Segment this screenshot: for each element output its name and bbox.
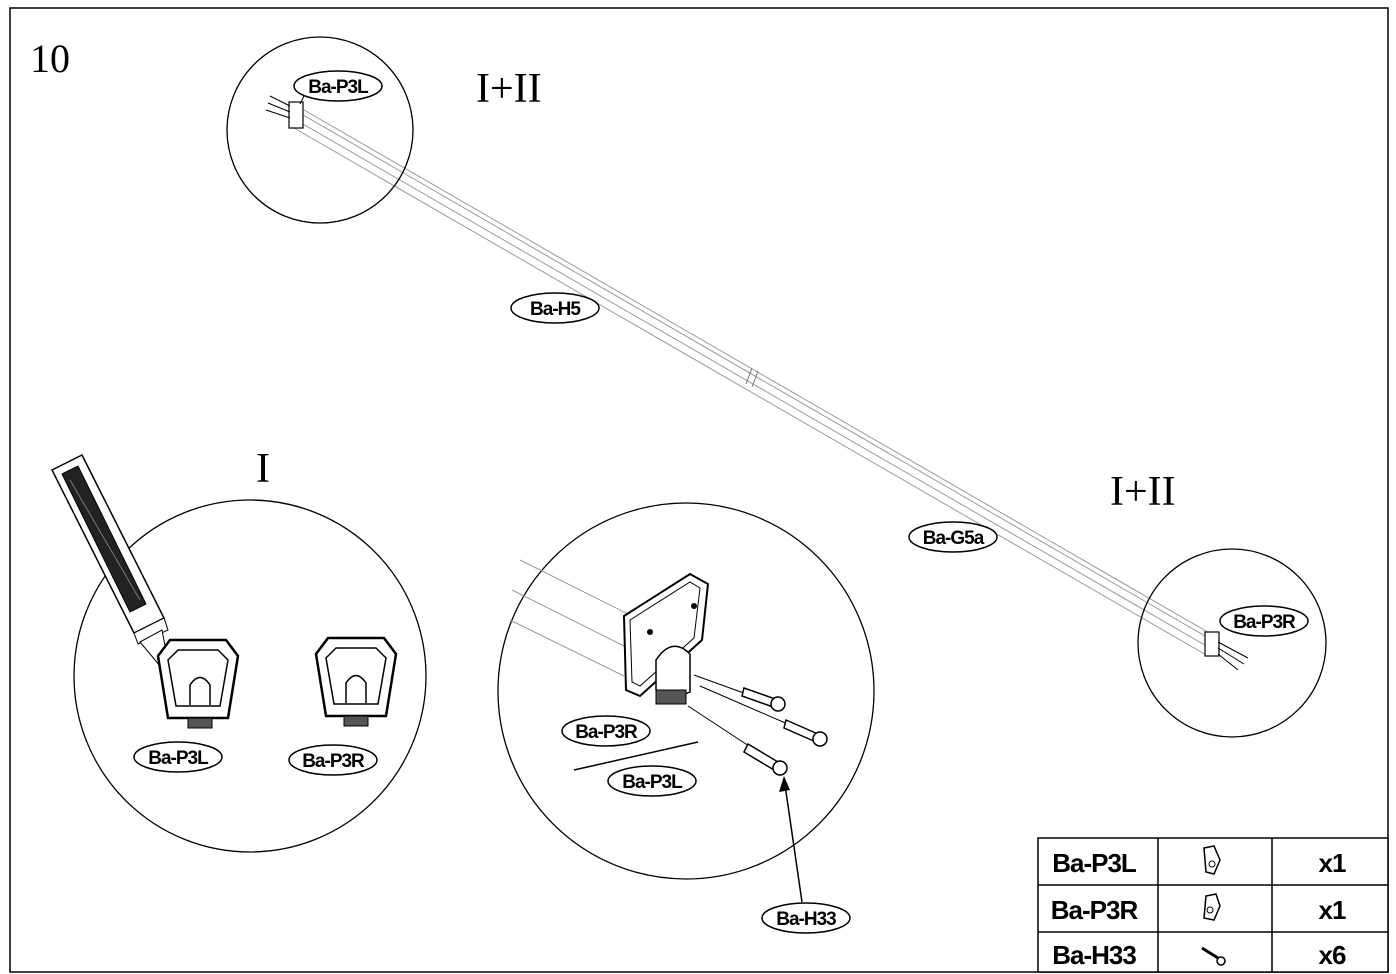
step-number: 10 (30, 36, 70, 81)
svg-text:Ba-P3L: Ba-P3L (148, 748, 209, 769)
svg-text:x6: x6 (1319, 940, 1346, 970)
alternative-divider (573, 741, 699, 771)
sealant-tube-icon (50, 453, 169, 667)
svg-text:x1: x1 (1319, 895, 1346, 925)
view-title-right: I+II (1110, 469, 1176, 515)
svg-text:Ba-P3R: Ba-P3R (575, 722, 638, 743)
mid-end-cap-icon (622, 572, 710, 705)
h33-leader-line (783, 777, 803, 903)
svg-text:Ba-P3R: Ba-P3R (302, 751, 365, 772)
detail-circle-mid (497, 502, 875, 880)
svg-text:Ba-P3R: Ba-P3R (1051, 895, 1139, 925)
profile-rail (293, 109, 1219, 657)
callout-p3l-detail-mid: Ba-P3L (607, 765, 697, 797)
callout-p3r-detail-mid: Ba-P3R (561, 715, 651, 747)
end-cap-left-icon (1203, 845, 1221, 875)
callout-p3l-top: Ba-P3L (293, 70, 383, 102)
svg-text:x1: x1 (1319, 848, 1346, 878)
svg-text:Ba-P3R: Ba-P3R (1233, 612, 1296, 633)
svg-text:Ba-H5: Ba-H5 (530, 299, 581, 320)
page-border (9, 7, 1389, 973)
callout-h5: Ba-H5 (510, 292, 600, 324)
callout-g5a: Ba-G5a (908, 521, 998, 553)
end-cap-right-icon (1203, 893, 1221, 921)
parts-table: Ba-P3L x1 Ba-P3R x1 Ba-H33 x6 (1037, 837, 1389, 973)
callout-h33: Ba-H33 (761, 902, 851, 934)
svg-text:Ba-P3L: Ba-P3L (308, 77, 369, 98)
svg-text:Ba-G5a: Ba-G5a (923, 528, 985, 549)
screw-icon (1201, 946, 1226, 966)
svg-text:Ba-P3L: Ba-P3L (622, 772, 683, 793)
svg-text:Ba-H33: Ba-H33 (1052, 940, 1136, 970)
callout-p3l-detail-i: Ba-P3L (133, 741, 223, 773)
view-title-left: I (256, 446, 270, 492)
detail-circle-right (1137, 548, 1327, 738)
callout-p3r-detail-i: Ba-P3R (288, 744, 378, 776)
svg-text:Ba-H33: Ba-H33 (776, 909, 836, 930)
end-cap-left-icon (156, 638, 240, 729)
detail-circle-top-left (226, 36, 414, 224)
callout-p3r-right: Ba-P3R (1219, 605, 1309, 637)
table-row: Ba-P3R x1 (1051, 893, 1347, 925)
screw-set-icon (687, 674, 828, 776)
h33-leader-arrow (779, 776, 790, 792)
table-row: Ba-P3L x1 (1052, 845, 1347, 878)
view-title-top-left: I+II (476, 66, 542, 112)
svg-text:Ba-P3L: Ba-P3L (1052, 848, 1137, 878)
table-row: Ba-H33 x6 (1052, 940, 1347, 970)
end-cap-right-icon (314, 636, 398, 727)
detail-circle-i (73, 499, 427, 853)
